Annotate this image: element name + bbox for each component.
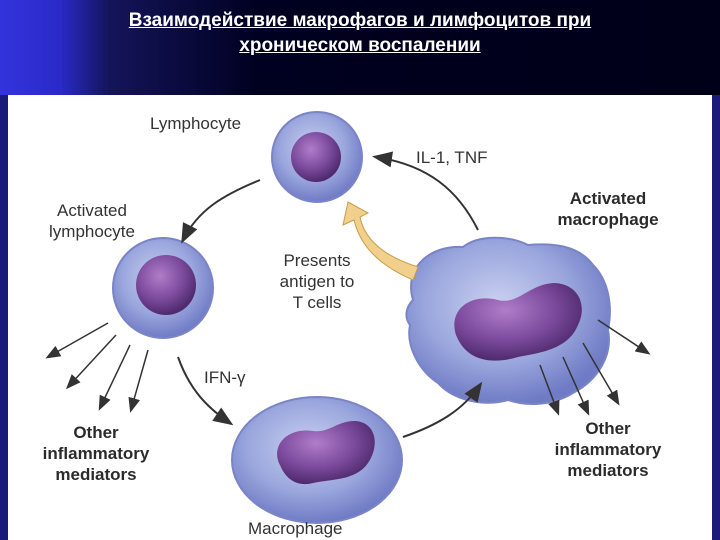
left-sidebar-strip (0, 95, 8, 540)
label-lymphocyte: Lymphocyte (150, 114, 242, 133)
right-mediator-arrows (539, 319, 651, 416)
label-cytokines: IL-1, TNF (416, 148, 488, 167)
diagram-panel: Lymphocyte IL-1, TNF Activated lymphocyt… (8, 95, 712, 540)
arrow-lymphocyte-to-activated (181, 179, 261, 244)
slide-header: Взаимодействие макрофагов и лимфоцитов п… (0, 0, 720, 95)
label-other-left-line2: inflammatory (42, 444, 150, 463)
label-other-right-line2: inflammatory (554, 440, 662, 459)
label-ifn-gamma: IFN-γ (204, 368, 246, 387)
label-presents-line3: T cells (292, 293, 342, 312)
label-presents-line2: antigen to (279, 272, 355, 291)
label-activated-lymphocyte-line1: Activated (57, 201, 127, 220)
arrow-macrophage-to-lymphocyte (372, 151, 479, 231)
title-line-1: Взаимодействие макрофагов и лимфоцитов п… (128, 10, 592, 31)
label-other-left-line1: Other (73, 423, 119, 442)
label-other-left-line3: mediators (55, 465, 137, 484)
arrow-bottom-to-activated-macrophage (402, 381, 483, 438)
label-activated-macrophage-line1: Activated (569, 189, 647, 208)
slide-title: Взаимодействие макрофагов и лимфоцитов п… (40, 8, 680, 58)
label-activated-lymphocyte-line2: lymphocyte (49, 222, 135, 241)
label-other-right-line1: Other (585, 419, 631, 438)
label-macrophage: Macrophage (248, 519, 343, 538)
label-other-mediators-left: Other inflammatory mediators (26, 422, 166, 485)
macrophage-cell (231, 396, 403, 524)
left-mediator-arrows (45, 322, 149, 413)
lymphocyte-cell (271, 111, 363, 203)
presents-antigen-arrow (342, 201, 419, 281)
activated-lymphocyte-cell (112, 237, 214, 339)
label-activated-macrophage: Activated macrophage (538, 188, 678, 230)
label-other-right-line3: mediators (567, 461, 649, 480)
label-activated-macrophage-line2: macrophage (557, 210, 659, 229)
title-line-2: хроническом воспалении (239, 35, 481, 56)
label-presents-antigen: Presents antigen to T cells (262, 250, 372, 313)
arrow-activated-to-macrophage (177, 356, 234, 426)
label-activated-lymphocyte: Activated lymphocyte (36, 200, 148, 242)
label-presents-line1: Presents (283, 251, 351, 270)
activated-macrophage-cell (405, 236, 611, 405)
label-other-mediators-right: Other inflammatory mediators (538, 418, 678, 481)
diagram-graphic (45, 111, 651, 524)
